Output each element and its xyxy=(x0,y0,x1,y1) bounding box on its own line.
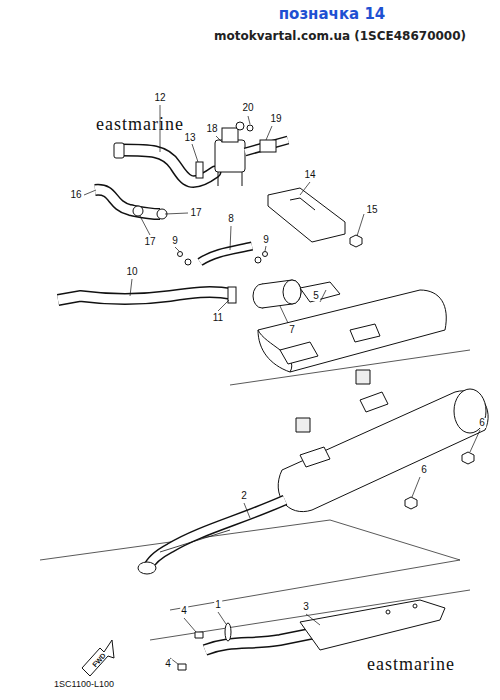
watermark: eastmarine xyxy=(367,655,455,673)
callout-number: 5 xyxy=(312,291,320,301)
callout-number: 18 xyxy=(205,124,218,134)
callout-number: 16 xyxy=(69,190,82,200)
source-caption: motokvartal.com.ua (1SCE48670000) xyxy=(214,30,466,42)
callout-number: 6 xyxy=(420,465,428,475)
callout-number: 13 xyxy=(183,133,196,143)
callout-number: 8 xyxy=(227,214,235,224)
callout-number: 17 xyxy=(143,237,156,247)
callout-number: 20 xyxy=(241,103,254,113)
watermark: eastmarine xyxy=(96,115,184,133)
callout-number: 7 xyxy=(288,325,296,335)
callout-number: 19 xyxy=(269,114,282,124)
callout-number: 9 xyxy=(171,236,179,246)
callout-number: 15 xyxy=(365,205,378,215)
callout-number: 2 xyxy=(240,491,248,501)
diagram-title: позначка 14 xyxy=(279,7,386,22)
callout-number: 4 xyxy=(180,606,188,616)
callout-number: 9 xyxy=(262,235,270,245)
callout-number: 12 xyxy=(153,93,166,103)
drawing-code: 1SC1100-L100 xyxy=(54,680,114,689)
callout-number: 4 xyxy=(164,659,172,669)
callout-number: 14 xyxy=(303,170,316,180)
callout-number: 6 xyxy=(478,418,486,428)
callout-number: 10 xyxy=(125,267,138,277)
callout-number: 17 xyxy=(189,208,202,218)
callout-number: 3 xyxy=(302,602,310,612)
callout-number: 11 xyxy=(212,313,224,323)
callout-number: 1 xyxy=(214,600,222,610)
